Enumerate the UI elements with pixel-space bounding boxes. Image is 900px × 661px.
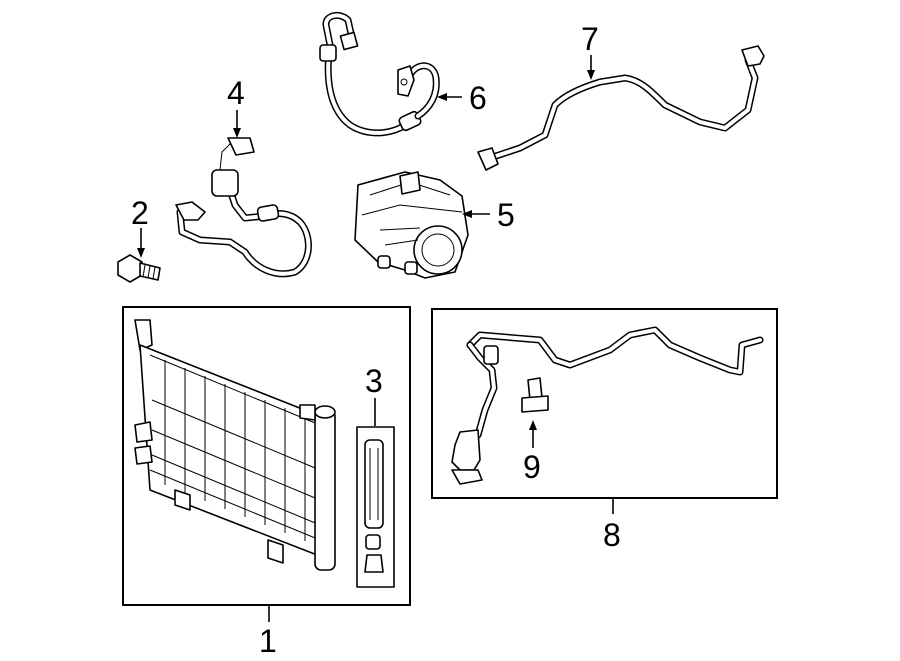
liquid-line-box — [431, 308, 778, 499]
callout-6: 6 — [469, 80, 487, 116]
part-3-receiver-kit — [356, 426, 395, 588]
leader-lines — [137, 55, 614, 622]
part-2-bolt — [117, 254, 161, 283]
part-4-hose — [175, 137, 312, 278]
condenser-box — [122, 306, 411, 606]
part-7-suction-hose — [477, 45, 765, 171]
part-6-discharge-hose — [319, 11, 440, 137]
part-1-condenser — [134, 319, 336, 571]
callout-labels: 1 2 3 4 5 6 7 8 9 — [131, 21, 621, 659]
callout-8: 8 — [603, 517, 621, 553]
callout-7: 7 — [581, 21, 599, 57]
callout-5: 5 — [497, 197, 515, 233]
part-9-pressure-switch — [521, 377, 549, 413]
callout-4: 4 — [227, 75, 245, 111]
callout-1: 1 — [259, 623, 277, 659]
part-5-compressor — [354, 171, 469, 279]
part-8-liquid-line — [451, 326, 764, 485]
callout-2: 2 — [131, 195, 149, 231]
callout-3: 3 — [365, 363, 383, 399]
callout-9: 9 — [523, 449, 541, 485]
